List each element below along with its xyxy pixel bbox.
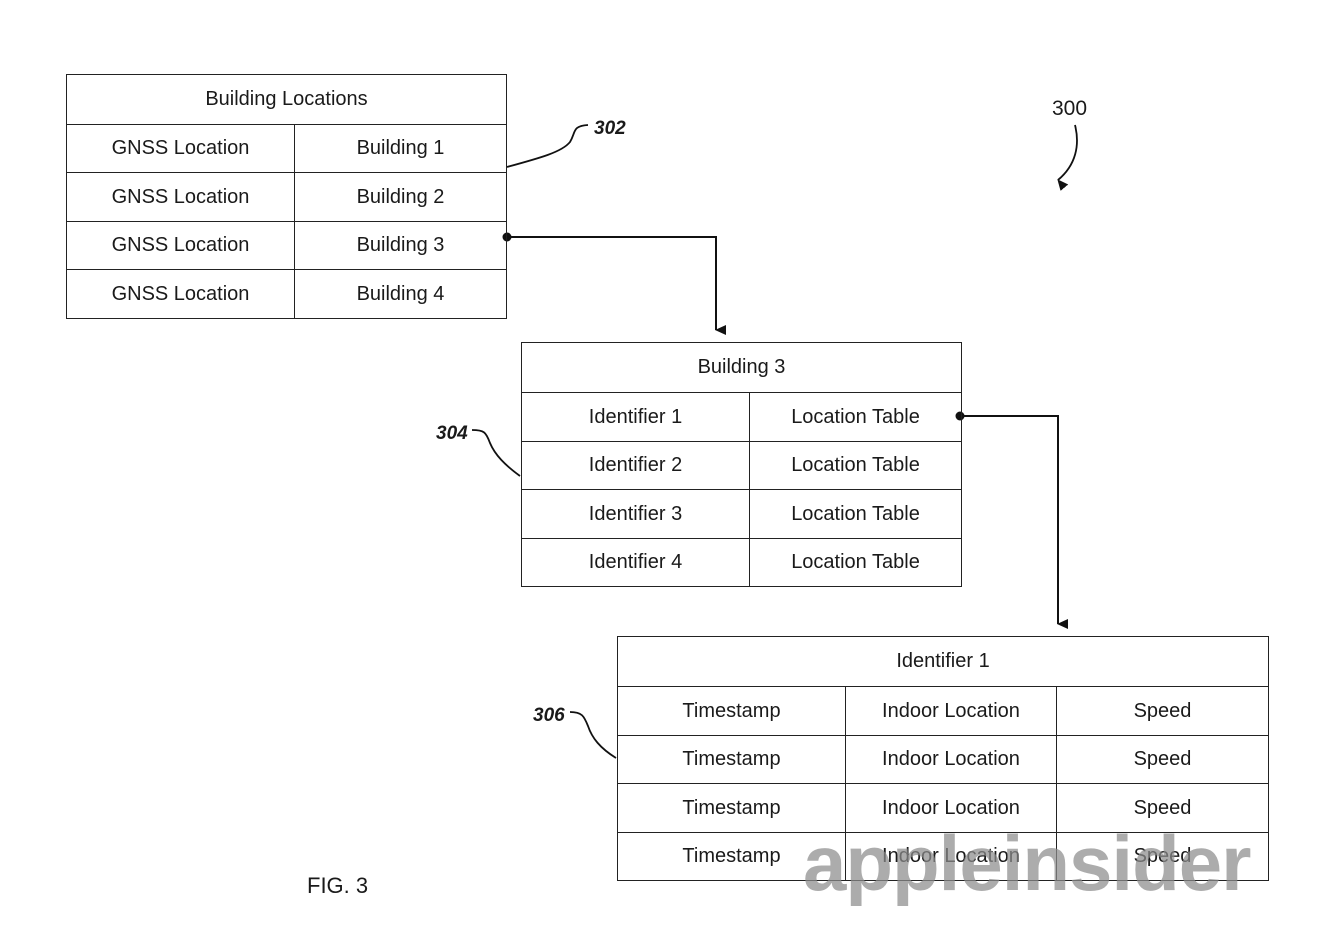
- cell-timestamp: Timestamp: [617, 686, 846, 736]
- building-locations-title: Building Locations: [66, 74, 507, 125]
- table-row: GNSS Location Building 1: [66, 124, 507, 173]
- identifier-1-title: Identifier 1: [616, 636, 1270, 687]
- cell-identifier: Identifier 4: [521, 538, 750, 587]
- cell-gnss-location: GNSS Location: [66, 269, 295, 319]
- cell-speed: Speed: [1055, 686, 1270, 736]
- table-row: GNSS Location Building 2: [66, 172, 507, 222]
- cell-building: Building 4: [294, 269, 507, 319]
- ref-306: 306: [533, 705, 565, 726]
- table-row: Timestamp Indoor Location Speed: [617, 783, 1270, 833]
- cell-building: Building 2: [294, 172, 507, 222]
- connector-identifier-1: [960, 415, 1068, 629]
- leader-306: [569, 711, 617, 759]
- table-row: Identifier 3 Location Table: [521, 489, 962, 539]
- cell-identifier: Identifier 2: [521, 441, 750, 490]
- cell-gnss-location: GNSS Location: [66, 124, 295, 173]
- table-row: Timestamp Indoor Location Speed: [617, 832, 1270, 881]
- arrow-300: [1057, 124, 1078, 191]
- cell-indoor-location: Indoor Location: [845, 832, 1057, 881]
- cell-identifier: Identifier 1: [521, 392, 750, 442]
- table-row: GNSS Location Building 3: [66, 221, 507, 270]
- figure-label: FIG. 3: [307, 873, 369, 898]
- cell-location-table: Location Table: [749, 392, 962, 442]
- leader-302: [506, 124, 589, 168]
- cell-timestamp: Timestamp: [617, 783, 846, 833]
- leader-304: [471, 429, 521, 477]
- watermark: appleinsider: [803, 819, 1251, 907]
- building-3-title: Building 3: [521, 342, 962, 393]
- cell-indoor-location: Indoor Location: [845, 783, 1057, 833]
- table-row: Identifier 2 Location Table: [521, 441, 962, 490]
- figure-number: 300: [1052, 97, 1088, 120]
- cell-speed: Speed: [1055, 832, 1270, 881]
- cell-identifier: Identifier 3: [521, 489, 750, 539]
- cell-indoor-location: Indoor Location: [845, 735, 1057, 784]
- building-locations-table: Building Locations GNSS Location Buildin…: [66, 74, 507, 319]
- table-row: Identifier 1 Location Table: [521, 392, 962, 442]
- table-row: Identifier 4 Location Table: [521, 538, 962, 587]
- connector-building-3: [507, 236, 726, 335]
- ref-302: 302: [594, 118, 626, 139]
- cell-gnss-location: GNSS Location: [66, 221, 295, 270]
- cell-timestamp: Timestamp: [617, 832, 846, 881]
- table-row: Timestamp Indoor Location Speed: [617, 686, 1270, 736]
- cell-location-table: Location Table: [749, 538, 962, 587]
- ref-304: 304: [436, 423, 468, 444]
- identifier-1-table: Identifier 1 Timestamp Indoor Location S…: [616, 636, 1270, 881]
- table-row: GNSS Location Building 4: [66, 269, 507, 319]
- cell-gnss-location: GNSS Location: [66, 172, 295, 222]
- cell-building: Building 3: [294, 221, 507, 270]
- building-3-table: Building 3 Identifier 1 Location Table I…: [521, 342, 962, 587]
- cell-indoor-location: Indoor Location: [845, 686, 1057, 736]
- cell-speed: Speed: [1055, 735, 1270, 784]
- cell-building: Building 1: [294, 124, 507, 173]
- table-row: Timestamp Indoor Location Speed: [617, 735, 1270, 784]
- cell-location-table: Location Table: [749, 441, 962, 490]
- cell-timestamp: Timestamp: [617, 735, 846, 784]
- cell-location-table: Location Table: [749, 489, 962, 539]
